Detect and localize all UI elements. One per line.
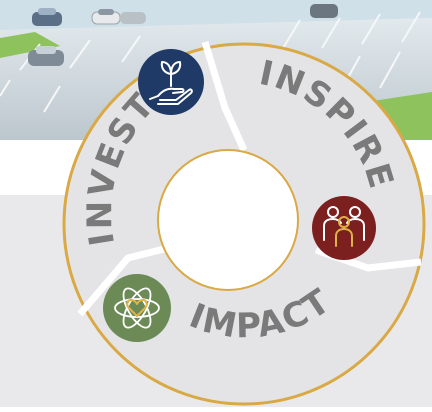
car xyxy=(28,46,64,66)
atom-heart-icon xyxy=(114,287,160,329)
impact-badge xyxy=(103,274,171,342)
car xyxy=(120,12,146,24)
cycle-hub xyxy=(157,149,299,291)
car xyxy=(91,9,121,25)
invest-badge xyxy=(138,49,204,115)
car xyxy=(32,8,62,26)
inspire-badge xyxy=(312,196,376,260)
hand-sprout-icon xyxy=(149,61,193,105)
car xyxy=(310,4,338,18)
